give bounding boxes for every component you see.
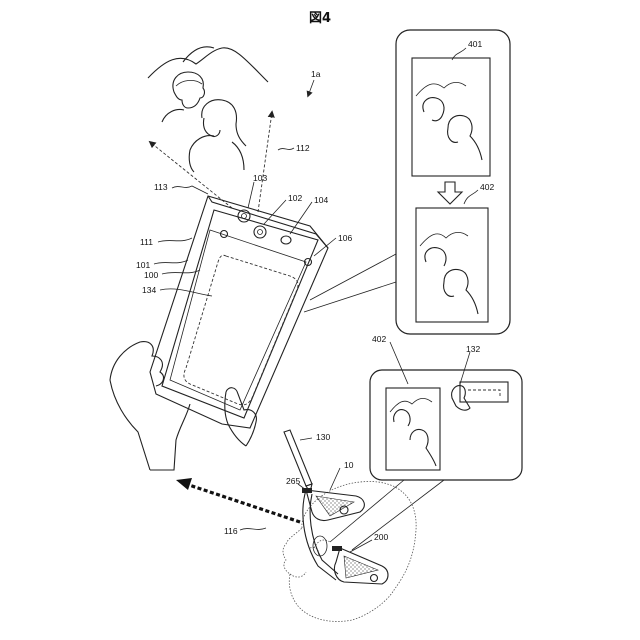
label-134: 134	[142, 285, 156, 295]
label-200: 200	[374, 532, 388, 542]
label-100: 100	[144, 270, 158, 280]
ray-116	[186, 484, 300, 522]
label-10: 10	[344, 460, 354, 470]
hmd-view-panel	[370, 370, 522, 480]
ray-113	[150, 142, 232, 208]
label-130: 130	[316, 432, 330, 442]
label-113: 113	[154, 182, 168, 192]
zoom-line-4	[352, 480, 444, 550]
label-401: 401	[468, 39, 482, 49]
label-112: 112	[296, 143, 310, 153]
label-402-bottom: 402	[372, 334, 386, 344]
label-101: 101	[136, 260, 150, 270]
label-111: 111	[140, 237, 153, 247]
label-104: 104	[314, 195, 328, 205]
label-1a: 1a	[311, 69, 321, 79]
zoom-line-3	[330, 480, 404, 542]
tablet-device	[150, 196, 328, 428]
label-132: 132	[466, 344, 480, 354]
scene-illustration	[148, 47, 268, 172]
zoom-line-2	[304, 282, 396, 312]
label-106: 106	[338, 233, 352, 243]
label-116: 116	[224, 526, 238, 536]
label-103: 103	[253, 173, 267, 183]
ray-112	[258, 112, 272, 212]
label-402-top: 402	[480, 182, 494, 192]
label-102: 102	[288, 193, 302, 203]
label-265: 265	[286, 476, 300, 486]
ray-116-head	[176, 478, 192, 490]
figure-title: 図4	[309, 11, 331, 26]
